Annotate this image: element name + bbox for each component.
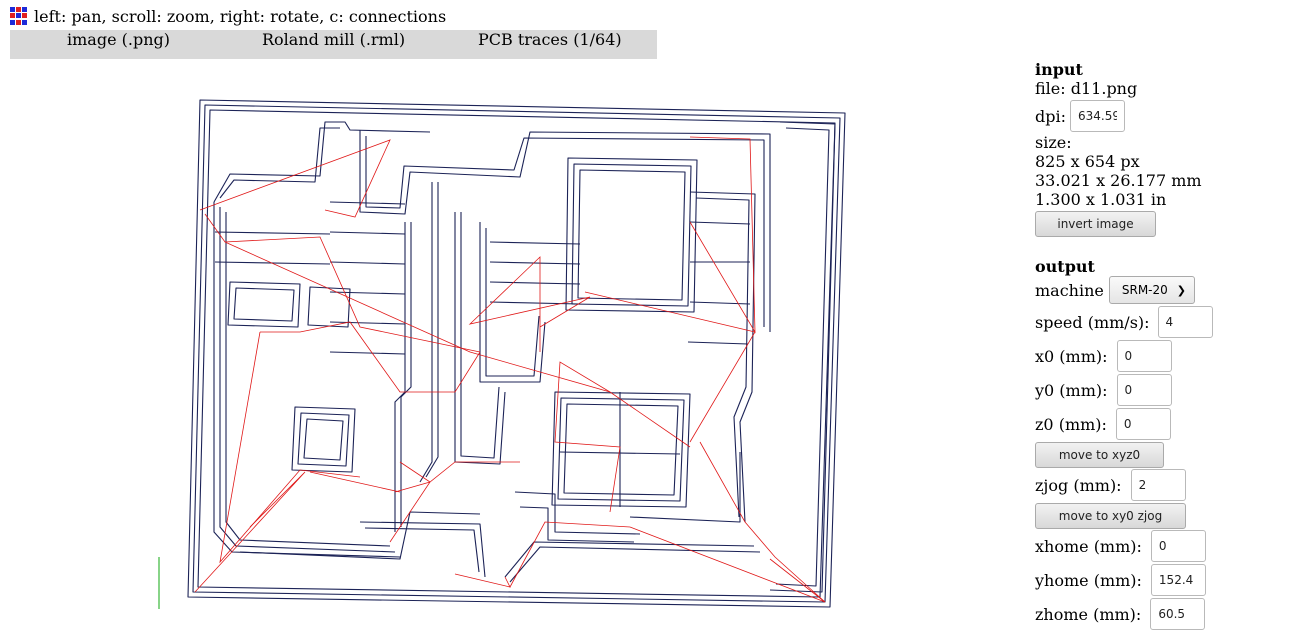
size-in: 1.300 x 1.031 in [1035,190,1167,209]
xhome-label: xhome (mm): [1035,536,1142,556]
x0-row: x0 (mm): [1035,340,1285,372]
speed-row: speed (mm/s): [1035,306,1285,338]
y0-row: y0 (mm): [1035,374,1285,406]
input-section-title: input [1035,60,1083,79]
toolpath-traces [187,99,846,608]
zhome-label: zhome (mm): [1035,604,1142,624]
toolpath-viewer[interactable] [0,62,1010,609]
tab-pcb-traces[interactable]: PCB traces (1/64) [478,30,622,49]
yhome-label: yhome (mm): [1035,570,1142,590]
navigation-hint: left: pan, scroll: zoom, right: rotate, … [34,6,447,26]
machine-row: machine SRM-20 ❯ [1035,276,1285,304]
x0-input[interactable] [1116,340,1172,372]
yhome-row: yhome (mm): [1035,564,1285,596]
machine-label: machine [1035,280,1104,300]
machine-select[interactable]: SRM-20 ❯ [1108,276,1196,304]
speed-input[interactable] [1157,306,1213,338]
z0-row: z0 (mm): [1035,408,1285,440]
file-row: file: d11.png [1035,79,1285,98]
xhome-input[interactable] [1150,530,1206,562]
z0-label: z0 (mm): [1035,414,1107,434]
invert-image-button[interactable]: invert image [1035,211,1156,237]
size-label: size: [1035,133,1072,152]
chevron-down-icon: ❯ [1176,283,1187,297]
tab-image-png[interactable]: image (.png) [67,30,170,49]
connection-lines [194,136,826,603]
move-to-xyz0-button[interactable]: move to xyz0 [1035,442,1164,468]
yhome-input[interactable] [1150,564,1206,596]
zjog-label: zjog (mm): [1035,475,1122,495]
dpi-row: dpi: [1035,100,1285,132]
zhome-input[interactable] [1150,598,1206,630]
size-mm: 33.021 x 26.177 mm [1035,171,1202,190]
dpi-input[interactable] [1070,100,1125,132]
zjog-input[interactable] [1130,469,1186,501]
move-to-xy0-zjog-button[interactable]: move to xy0 zjog [1035,503,1186,529]
dpi-label: dpi: [1035,106,1066,126]
y0-label: y0 (mm): [1035,380,1108,400]
tab-roland-mill-rml[interactable]: Roland mill (.rml) [262,30,406,49]
speed-label: speed (mm/s): [1035,312,1150,332]
file-label: file: [1035,79,1066,98]
output-section-title: output [1035,257,1095,276]
size-px: 825 x 654 px [1035,152,1140,171]
top-bar: left: pan, scroll: zoom, right: rotate, … [10,5,446,27]
xhome-row: xhome (mm): [1035,530,1285,562]
x0-label: x0 (mm): [1035,346,1108,366]
file-name: d11.png [1070,79,1138,98]
control-panel: input file: d11.png dpi: size: 825 x 654… [1035,60,1285,630]
machine-select-value: SRM-20 [1121,283,1168,297]
z0-input[interactable] [1115,408,1171,440]
tab-bar: image (.png) Roland mill (.rml) PCB trac… [10,30,657,59]
zjog-row: zjog (mm): [1035,469,1285,501]
zhome-row: zhome (mm): [1035,598,1285,630]
mods-grid-icon [10,6,29,26]
y0-input[interactable] [1116,374,1172,406]
